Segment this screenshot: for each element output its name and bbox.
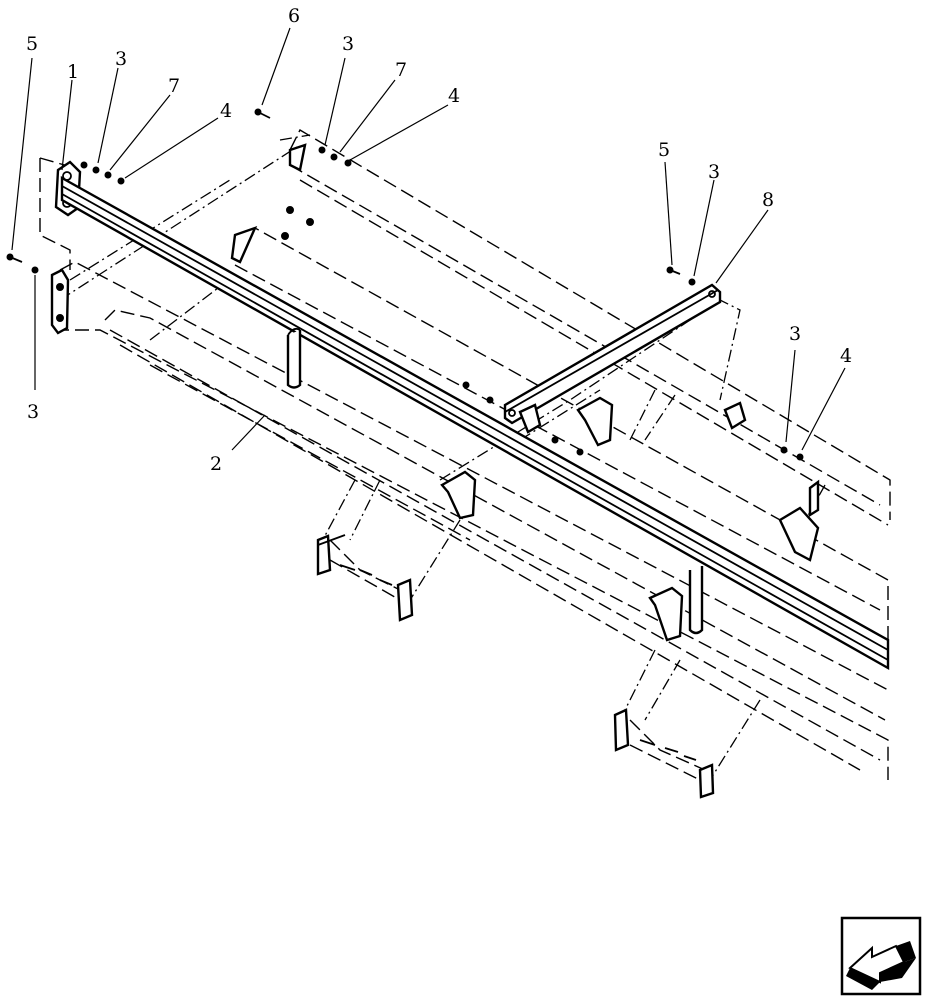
callout-7-mid: 7	[395, 59, 407, 81]
callout-3-top-left: 3	[115, 48, 127, 70]
clamp-assemblies	[316, 534, 715, 799]
callout-3-top-mid: 3	[342, 33, 354, 55]
callout-3-far-right: 3	[789, 323, 801, 345]
leader-lines	[11, 27, 846, 451]
brace-bar	[503, 283, 722, 425]
posts	[286, 327, 820, 635]
arrow-direction-icon	[840, 916, 922, 996]
brackets	[230, 143, 820, 642]
main-frame-tube	[60, 175, 890, 671]
callout-3-bottom-left: 3	[27, 401, 39, 423]
callout-5-left: 5	[26, 33, 38, 55]
callout-5-right: 5	[658, 139, 670, 161]
callout-2: 2	[210, 453, 222, 475]
callout-8: 8	[762, 189, 774, 211]
callout-4-far-right: 4	[840, 345, 852, 367]
callout-3-right: 3	[708, 161, 720, 183]
callout-4-mid: 4	[448, 85, 460, 107]
callout-4-left: 4	[220, 100, 232, 122]
callout-7-left: 7	[168, 75, 180, 97]
callout-6: 6	[288, 5, 300, 27]
hardware	[6, 108, 804, 461]
callout-1: 1	[67, 61, 79, 83]
callout-labels: 5 1 3 7 4 6 3 7 4 5 3 8 3 4 3 2	[26, 5, 852, 475]
phantom-frame	[39, 129, 891, 781]
